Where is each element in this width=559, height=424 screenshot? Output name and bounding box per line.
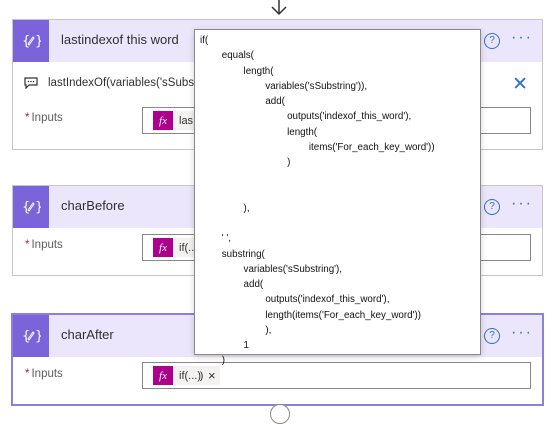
fx-icon: fx [153,111,173,130]
remove-token-icon[interactable]: × [208,368,216,383]
inputs-label: *Inputs [25,112,63,124]
expression-token[interactable]: fx las [153,111,198,130]
expression-token[interactable]: fx if(...) × [153,366,220,385]
help-icon[interactable]: ? [484,33,500,49]
expression-code: if( equals( length( variables('sSubstrin… [200,35,435,382]
variable-icon: {} [13,315,49,357]
svg-text:}: } [35,329,41,344]
svg-text:{: { [22,34,30,49]
add-step-connector[interactable] [270,404,290,424]
svg-text:{: { [22,329,30,344]
fx-icon: fx [153,366,173,385]
inputs-label: *Inputs [25,239,63,251]
help-icon[interactable]: ? [484,328,500,344]
expression-tooltip: if( equals( length( variables('sSubstrin… [194,29,481,382]
inputs-label: *Inputs [25,368,63,380]
token-label: if(...) [179,369,201,382]
fx-icon: fx [153,238,173,257]
close-comment-icon[interactable]: ✕ [512,74,528,95]
comment-text: lastIndexOf(variables('sSubstrin [48,77,210,89]
variable-icon: {} [13,186,49,228]
down-arrow-icon [271,0,287,16]
card-title[interactable]: charAfter [61,327,114,342]
more-options-icon[interactable]: ··· [511,29,533,46]
token-label: las [179,114,194,127]
variable-icon: {} [13,20,49,62]
card-title[interactable]: charBefore [61,198,125,213]
card-title[interactable]: lastindexof this word [61,32,179,47]
comment-icon [24,77,38,89]
inputs-field[interactable]: fx if(...) × [142,362,531,389]
expression-token[interactable]: fx if(... [153,238,202,257]
comment-row: lastIndexOf(variables('sSubstrin [24,77,210,89]
help-icon[interactable]: ? [484,199,500,215]
more-options-icon[interactable]: ··· [511,195,533,212]
token-label: if(... [179,241,198,254]
svg-text:{: { [22,200,30,215]
more-options-icon[interactable]: ··· [511,324,533,341]
svg-text:}: } [35,34,41,49]
svg-text:}: } [35,200,41,215]
